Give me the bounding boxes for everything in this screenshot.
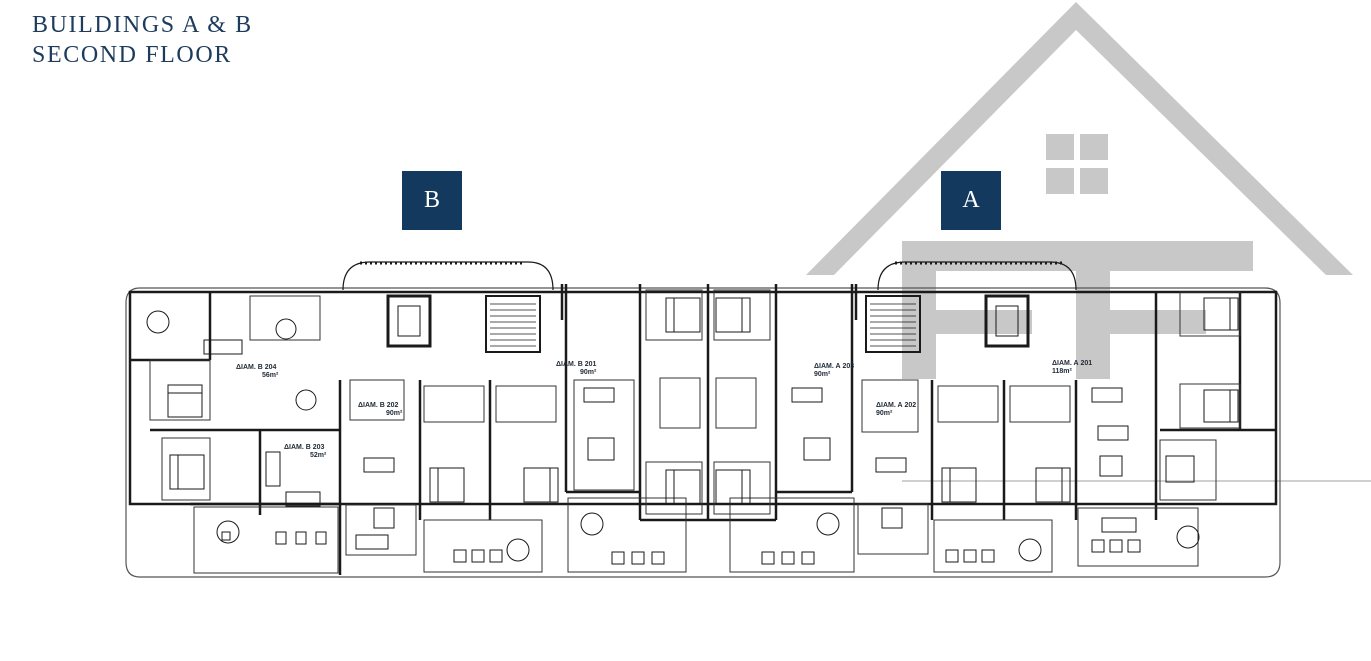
interior-partitions (149, 289, 1241, 574)
building-b-badge: B (402, 171, 462, 230)
sofa-symbols (203, 339, 1195, 550)
unit-label-b203-name: ΔΙΑΜ. Β 203 (284, 444, 325, 451)
unit-labels: ΔΙΑΜ. Β 204 56m² ΔΙΑΜ. Β 203 52m² ΔΙΑΜ. … (236, 360, 1092, 459)
round-table-symbols (146, 310, 1200, 562)
building-a-badge: A (941, 171, 1001, 230)
unit-label-b204-name: ΔΙΑΜ. Β 204 (236, 364, 277, 371)
unit-label-b201-area: 90m² (580, 369, 597, 376)
unit-label-a201-area: 118m² (1052, 368, 1073, 375)
house-watermark-icon (806, 2, 1371, 482)
unit-label-b203-area: 52m² (310, 452, 327, 459)
bed-symbols (167, 297, 1239, 505)
unit-label-b202-name: ΔΙΑΜ. Β 202 (358, 402, 399, 409)
building-outline (125, 261, 1281, 578)
page-title: BUILDINGS A & B SECOND FLOOR (32, 10, 253, 70)
unit-label-a202-area: 90m² (876, 410, 893, 417)
title-line-1: BUILDINGS A & B (32, 12, 253, 38)
vertical-circulation (386, 294, 1030, 353)
unit-label-b204-area: 56m² (262, 372, 279, 379)
unit-label-a201-name: ΔΙΑΜ. Α 201 (1052, 360, 1092, 367)
walls (128, 284, 1278, 575)
title-line-2: SECOND FLOOR (32, 42, 232, 68)
unit-label-a203-name: ΔΙΑΜ. Α 203 (814, 363, 854, 370)
unit-label-b202-area: 90m² (386, 410, 403, 417)
unit-label-b201-name: ΔΙΑΜ. Β 201 (556, 361, 597, 368)
unit-label-a202-name: ΔΙΑΜ. Α 202 (876, 402, 916, 409)
dining-table-symbols (221, 387, 1141, 565)
unit-label-a203-area: 90m² (814, 371, 831, 378)
